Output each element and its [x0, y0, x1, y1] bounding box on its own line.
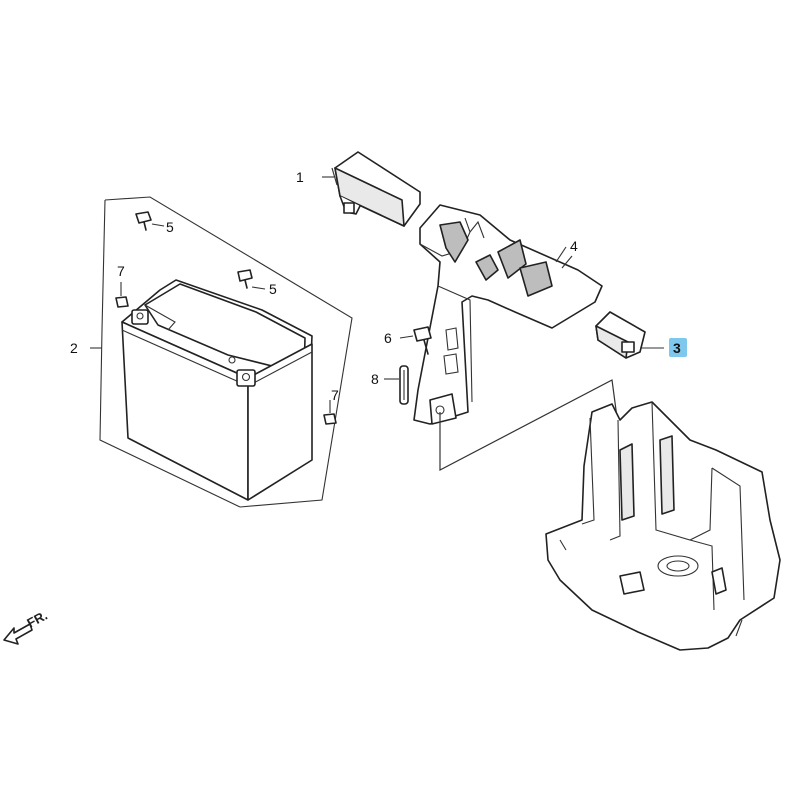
callout-7-lower[interactable]: 7: [331, 387, 339, 403]
callout-2[interactable]: 2: [70, 340, 78, 356]
callout-5-lower[interactable]: 5: [269, 281, 277, 297]
callout-6[interactable]: 6: [384, 330, 392, 346]
terminal-nut-upper[interactable]: [115, 282, 129, 308]
callout-1[interactable]: 1: [296, 169, 304, 185]
battery-holder[interactable]: [413, 204, 603, 425]
callout-8[interactable]: 8: [371, 371, 379, 387]
callout-leaders: [90, 246, 567, 349]
starter-relay[interactable]: [595, 311, 664, 359]
terminal-nut-lower[interactable]: [323, 400, 337, 425]
callout-7-upper[interactable]: 7: [117, 263, 125, 279]
fuse-box[interactable]: [322, 151, 421, 227]
terminal-bolt-upper[interactable]: [135, 211, 165, 231]
terminal-bolt-lower[interactable]: [237, 269, 266, 290]
spare-fuse[interactable]: [384, 365, 409, 405]
front-direction-marker: FR.: [3, 608, 50, 645]
callout-3-highlight: [669, 338, 687, 357]
mounting-bolt[interactable]: [399, 326, 432, 355]
callout-3[interactable]: 3: [673, 340, 681, 356]
front-arrow-icon: [3, 623, 33, 645]
battery-tray[interactable]: [545, 401, 781, 651]
callout-4[interactable]: 4: [570, 238, 578, 254]
callout-5-upper[interactable]: 5: [166, 219, 174, 235]
callout-labels: 1 2 3 4 5 5 6 7 7 8: [70, 169, 687, 403]
battery-group-frame: [99, 196, 353, 508]
battery[interactable]: [121, 279, 313, 501]
